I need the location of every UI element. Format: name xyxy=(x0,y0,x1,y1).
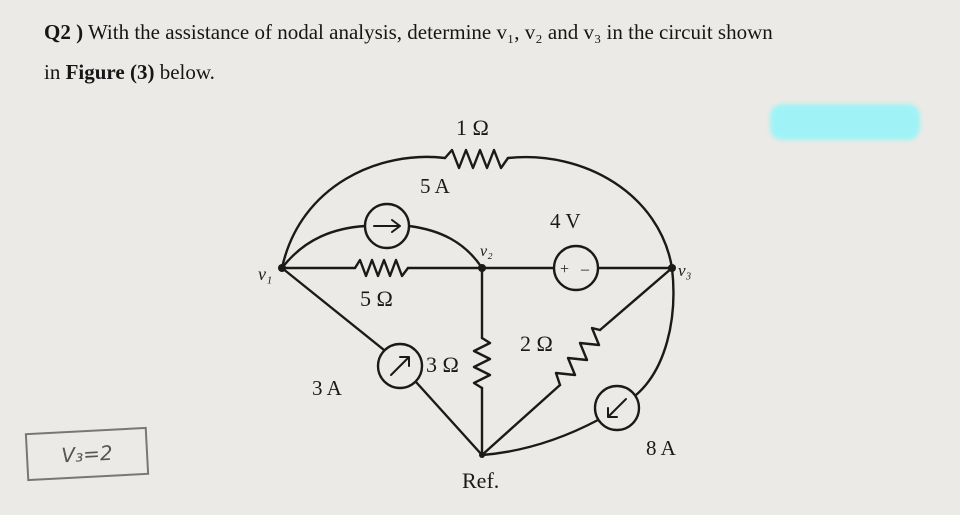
question-line-1: Q2 ) With the assistance of nodal analys… xyxy=(44,12,924,52)
label-ref: Ref. xyxy=(462,468,499,493)
label-3ohm: 3 Ω xyxy=(426,352,459,377)
voltage-source-4v xyxy=(552,244,600,292)
question-line1-text: With the assistance of nodal analysis, d… xyxy=(87,20,773,44)
question-line-2: in Figure (3) below. xyxy=(44,52,924,92)
resistor-1ohm xyxy=(443,148,510,170)
label-2ohm: 2 Ω xyxy=(520,331,553,356)
arrow-right-icon xyxy=(373,219,401,233)
label-4v: 4 V xyxy=(550,209,581,233)
label-vsrc-minus: – xyxy=(580,261,590,278)
node-ref-dot xyxy=(479,452,485,458)
node-v3-dot xyxy=(668,264,676,272)
node-v1-dot xyxy=(278,264,286,272)
handwritten-note: V₃=2 xyxy=(24,426,150,482)
label-node-v1: v₁ xyxy=(258,264,272,284)
question-text: Q2 ) With the assistance of nodal analys… xyxy=(44,12,924,92)
wire-v1-to-3a xyxy=(280,266,386,352)
wire-8a-to-ref xyxy=(480,418,600,457)
question-line2-start: in xyxy=(44,60,61,84)
node-v2-dot xyxy=(478,264,486,272)
question-line2-end: below. xyxy=(159,60,215,84)
wire-v3-to-2ohm xyxy=(598,266,674,332)
label-vsrc-plus: + xyxy=(560,261,569,278)
wire-5a-right xyxy=(407,224,484,270)
resistor-3ohm xyxy=(472,336,492,390)
highlighter-smudge xyxy=(770,104,920,140)
wire-5a-left xyxy=(280,224,367,270)
arrow-up-right-icon xyxy=(390,356,410,376)
wire-v3-right-arc xyxy=(634,266,675,397)
wire-outer-arc-right xyxy=(506,155,674,270)
label-5a: 5 A xyxy=(420,174,451,198)
label-3a: 3 A xyxy=(312,376,343,400)
label-8a: 8 A xyxy=(646,436,677,460)
wire-3a-to-ref xyxy=(414,380,484,457)
question-number: Q2 ) xyxy=(44,20,84,44)
label-node-v2: v₂ xyxy=(480,243,493,260)
figure-reference: Figure (3) xyxy=(65,60,155,84)
wire-outer-arc-left xyxy=(280,155,447,270)
wire-2ohm-to-ref xyxy=(480,383,562,457)
label-5ohm: 5 Ω xyxy=(360,286,393,311)
resistor-5ohm xyxy=(353,258,410,278)
resistor-2ohm xyxy=(554,326,602,387)
arrow-down-left-icon xyxy=(607,398,627,418)
label-1ohm: 1 Ω xyxy=(456,115,489,140)
label-node-v3: v₃ xyxy=(678,261,692,280)
